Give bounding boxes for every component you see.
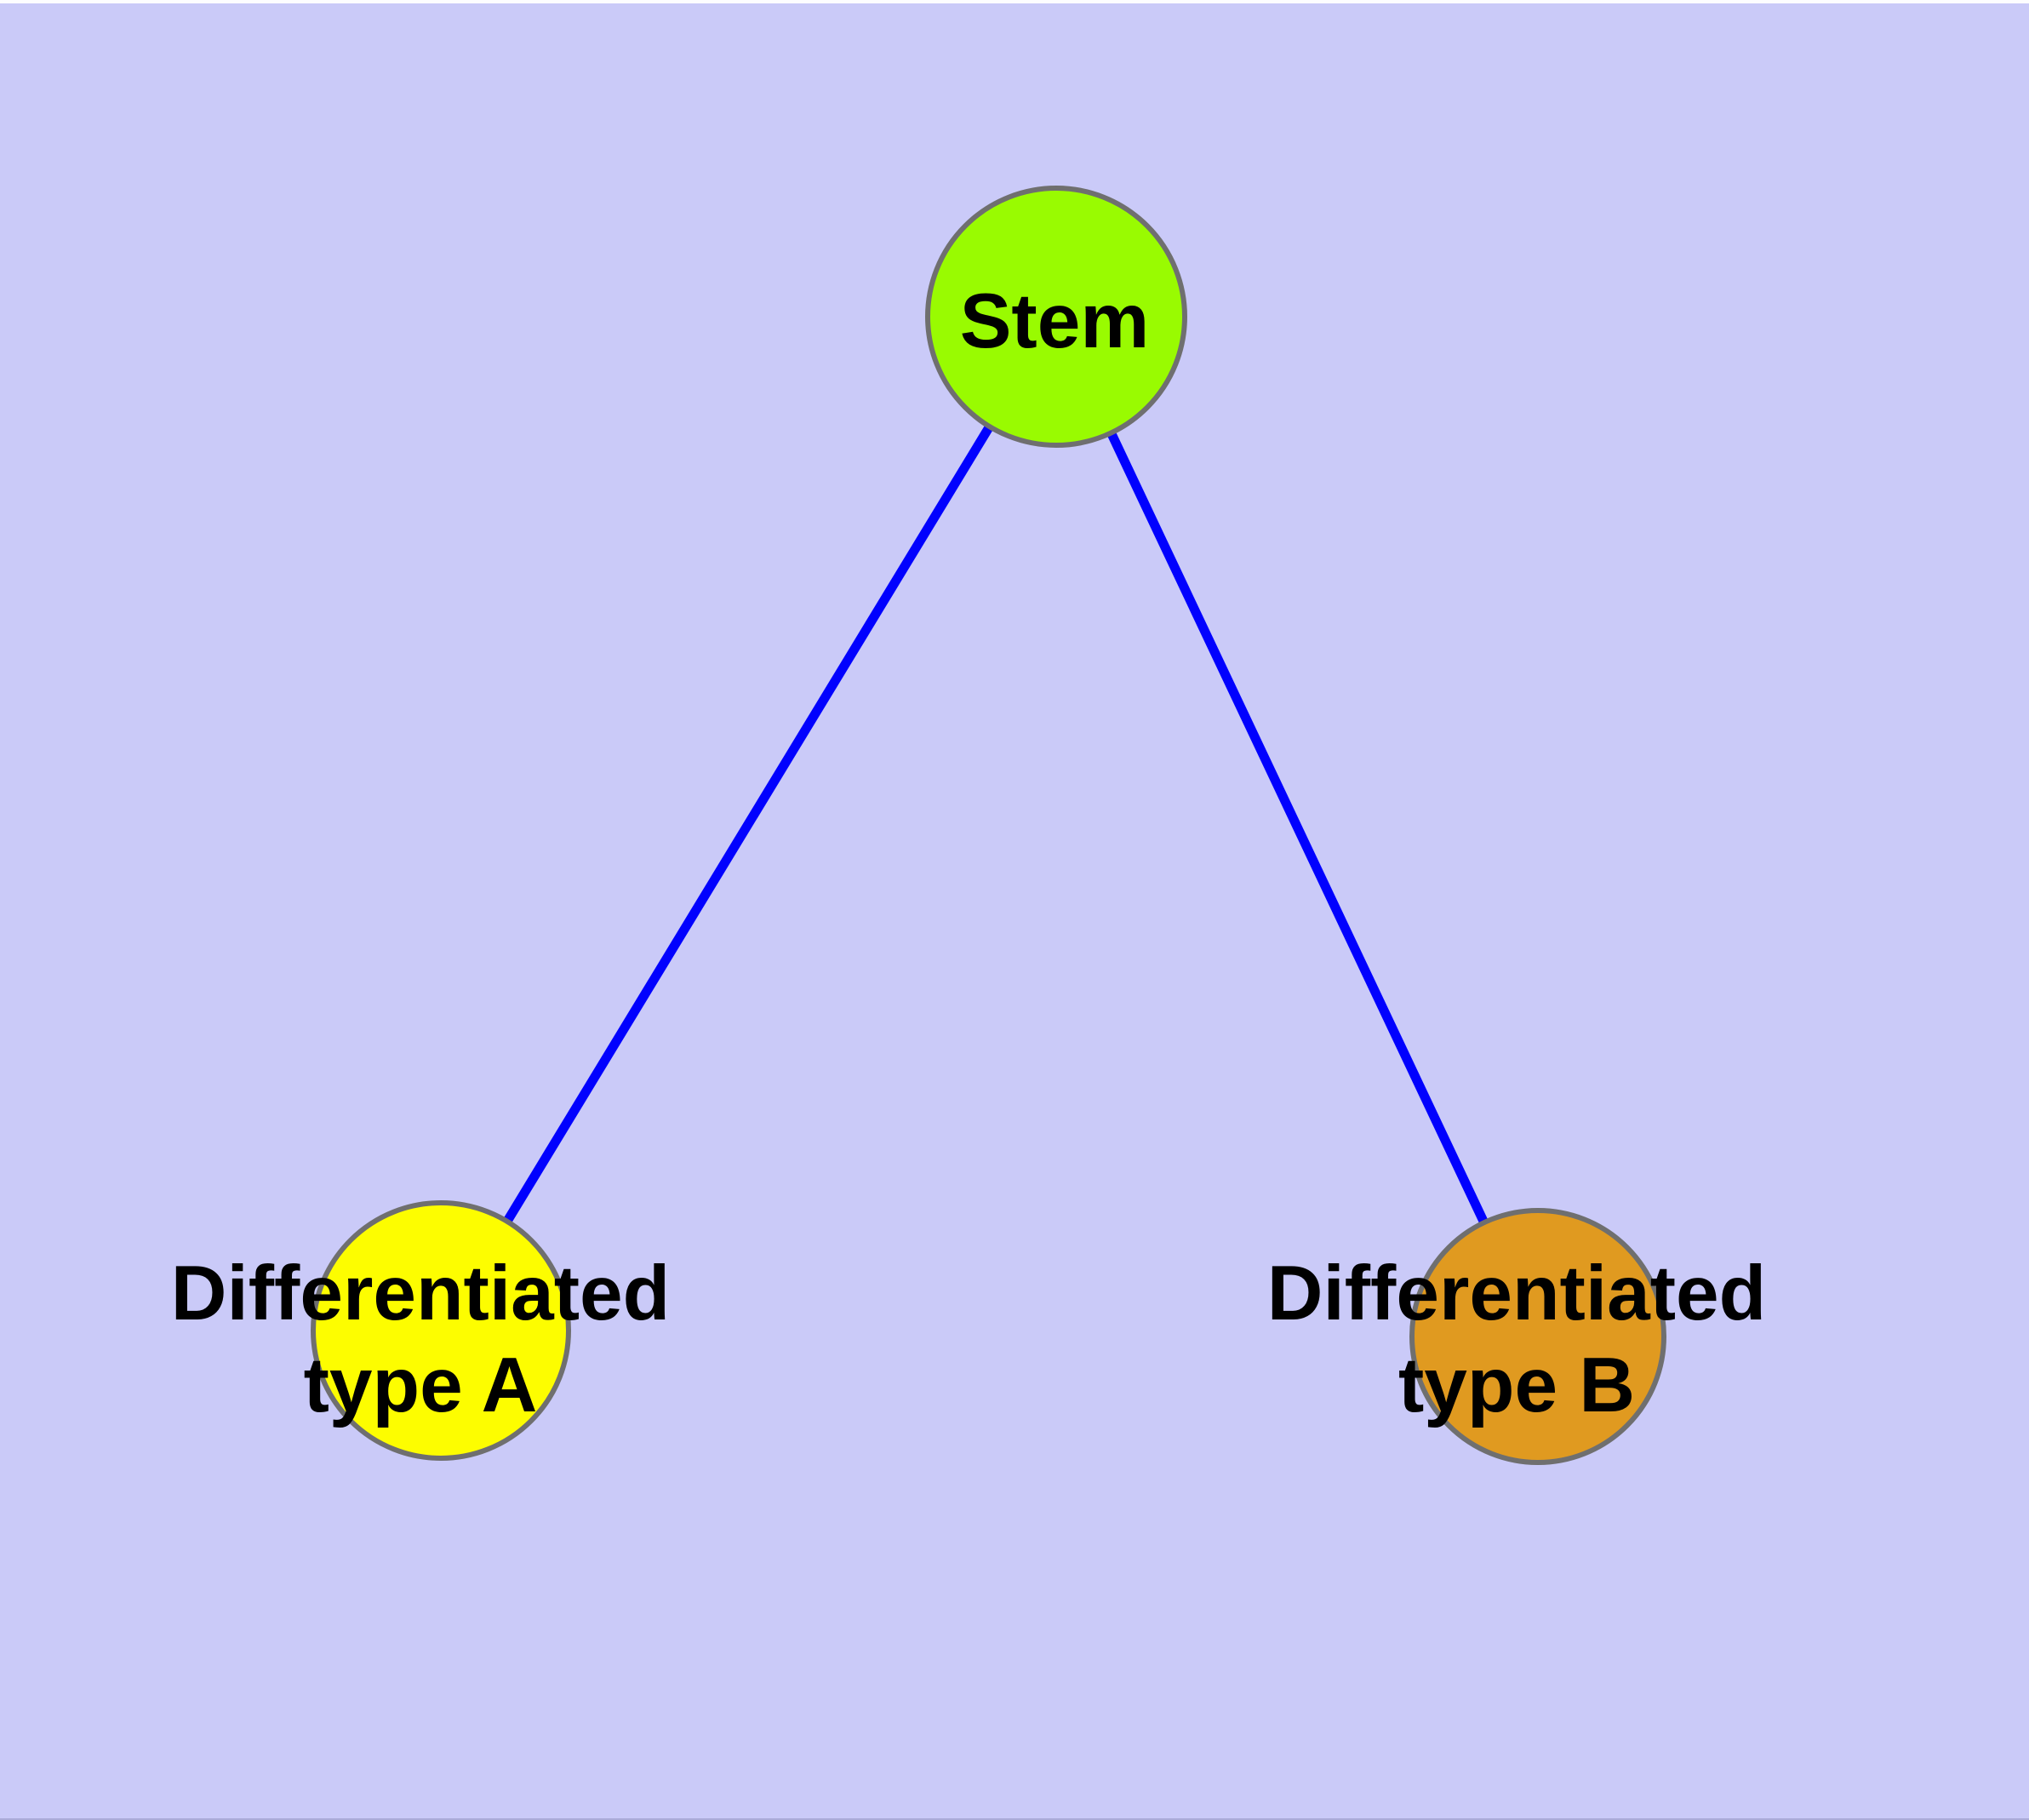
node-type-a-label-line1: Differentiated <box>171 1251 671 1336</box>
node-type-a-label-line2: type A <box>304 1342 538 1428</box>
node-type-b-label-line2: type B <box>1398 1342 1635 1428</box>
top-edge-highlight <box>0 0 2029 3</box>
node-stem-label: Stem <box>960 278 1150 364</box>
node-type-a-circle <box>311 1200 571 1461</box>
edge-stem-to-type-a <box>437 314 1060 1333</box>
node-type-b-label-line1: Differentiated <box>1267 1251 1767 1336</box>
edge-stem-to-type-b <box>1052 314 1542 1339</box>
node-type-b-circle <box>1409 1208 1666 1465</box>
node-stem-circle <box>925 186 1187 448</box>
bottom-edge-shade <box>0 1818 2029 1820</box>
